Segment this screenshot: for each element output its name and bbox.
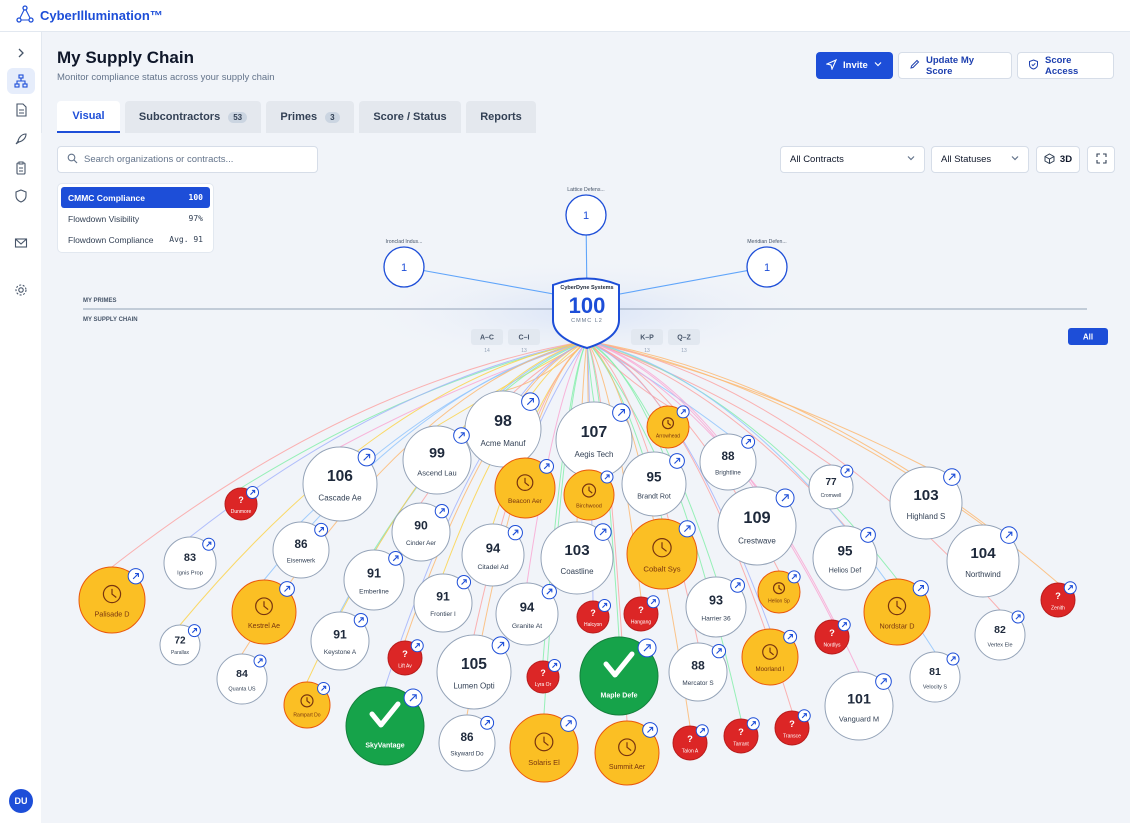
- brand-logo[interactable]: CyberIllumination™: [16, 5, 163, 26]
- cube-icon: [1044, 152, 1055, 167]
- metric-label: Flowdown Compliance: [68, 234, 154, 245]
- view-3d-label: 3D: [1059, 154, 1073, 165]
- chevron-down-icon: [1011, 154, 1019, 165]
- expand-sidebar-icon[interactable]: [7, 40, 35, 66]
- document-nav-icon[interactable]: [7, 97, 35, 123]
- tab-label: Primes: [280, 111, 318, 123]
- metric-value: Avg. 91: [169, 235, 203, 244]
- send-icon: [825, 58, 838, 73]
- contracts-select-value: All Contracts: [790, 154, 844, 165]
- fullscreen-icon: [1095, 152, 1107, 167]
- score-access-button[interactable]: Score Access: [1017, 52, 1114, 79]
- tab-primes[interactable]: Primes 3: [266, 101, 354, 133]
- tab-label: Reports: [480, 111, 522, 123]
- metric-label: Flowdown Visibility: [68, 213, 140, 224]
- supply-chain-nav-icon[interactable]: [7, 68, 35, 94]
- invite-label: Invite: [843, 60, 868, 71]
- tab-label: Score / Status: [373, 111, 447, 123]
- metric-flowdown-visibility[interactable]: Flowdown Visibility 97%: [61, 208, 210, 229]
- shield-check-icon: [1028, 58, 1039, 73]
- clipboard-nav-icon[interactable]: [7, 155, 35, 181]
- rocket-nav-icon[interactable]: [7, 126, 35, 152]
- tab-label: Visual: [72, 110, 105, 122]
- shield-nav-icon[interactable]: [7, 183, 35, 209]
- view-3d-button[interactable]: 3D: [1036, 146, 1080, 173]
- top-bar: CyberIllumination™: [0, 0, 1130, 32]
- metric-label: CMMC Compliance: [68, 192, 145, 203]
- app-name: CyberIllumination™: [40, 8, 163, 23]
- tab-visual[interactable]: Visual: [57, 101, 120, 133]
- update-score-label: Update My Score: [926, 54, 975, 77]
- metric-flowdown-compliance[interactable]: Flowdown Compliance Avg. 91: [61, 229, 210, 250]
- metric-value: 97%: [188, 214, 203, 223]
- tab-reports[interactable]: Reports: [466, 101, 536, 133]
- tab-count-badge: 3: [325, 111, 340, 123]
- contracts-select[interactable]: All Contracts: [780, 146, 925, 173]
- mail-nav-icon[interactable]: [7, 230, 35, 256]
- search-placeholder: Search organizations or contracts...: [84, 154, 234, 165]
- metrics-card: CMMC Compliance 100 Flowdown Visibility …: [57, 183, 214, 253]
- metric-cmmc-compliance[interactable]: CMMC Compliance 100: [61, 187, 210, 208]
- settings-gear-icon[interactable]: [7, 277, 35, 303]
- network-logo-icon: [16, 5, 34, 26]
- tab-count-badge: 53: [228, 111, 248, 123]
- update-score-button[interactable]: Update My Score: [898, 52, 1012, 79]
- score-access-label: Score Access: [1045, 54, 1079, 77]
- fullscreen-button[interactable]: [1087, 146, 1115, 173]
- chevron-down-icon: [874, 60, 882, 71]
- tab-label: Subcontractors: [138, 111, 221, 123]
- search-icon: [67, 153, 78, 167]
- user-avatar[interactable]: DU: [9, 789, 33, 813]
- chevron-down-icon: [907, 154, 915, 165]
- search-input[interactable]: Search organizations or contracts...: [57, 146, 318, 173]
- invite-button[interactable]: Invite: [816, 52, 893, 79]
- pencil-icon: [909, 59, 920, 73]
- sidebar: DU: [0, 32, 42, 823]
- page-subtitle: Monitor compliance status across your su…: [57, 72, 275, 83]
- statuses-select[interactable]: All Statuses: [931, 146, 1029, 173]
- tab-subcontractors[interactable]: Subcontractors 53: [125, 101, 261, 133]
- metric-value: 100: [188, 193, 203, 202]
- statuses-select-value: All Statuses: [941, 154, 992, 165]
- page-title: My Supply Chain: [57, 48, 194, 67]
- tab-score-status[interactable]: Score / Status: [359, 101, 461, 133]
